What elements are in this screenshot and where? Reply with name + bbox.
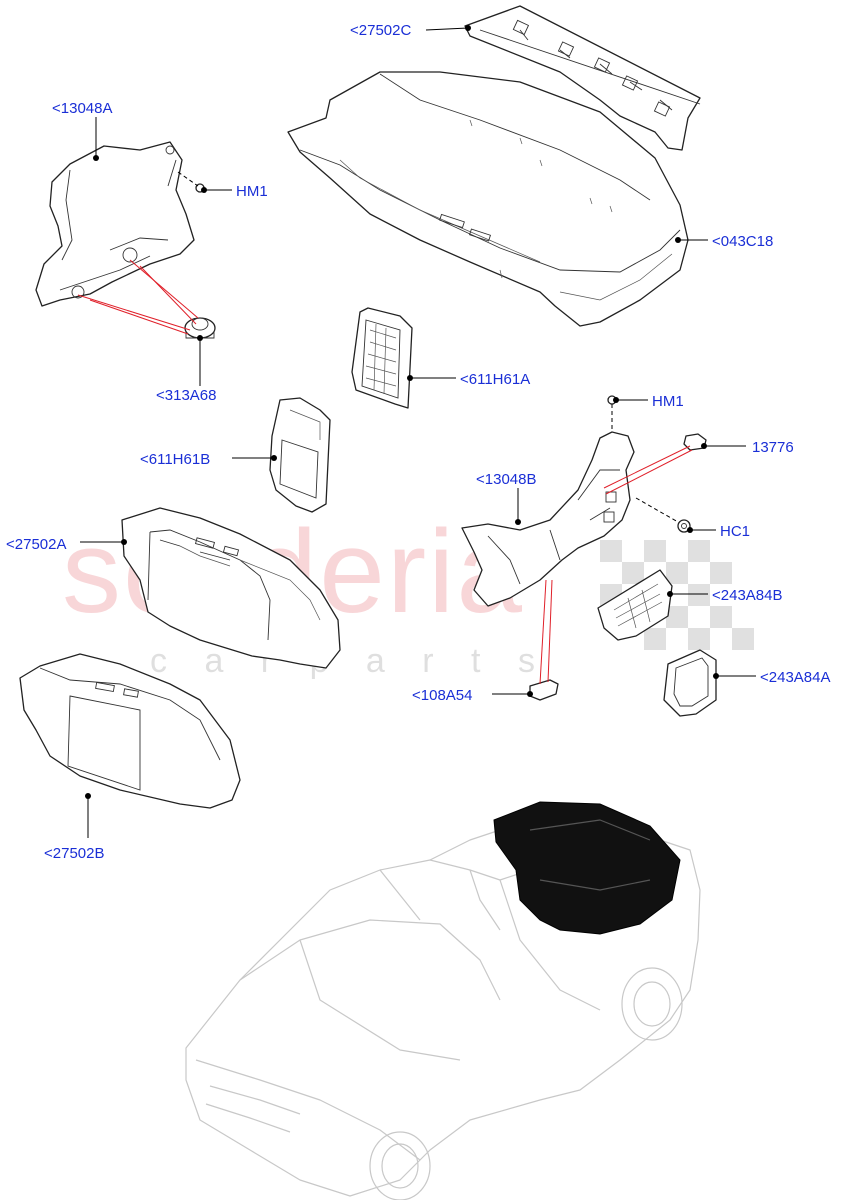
part-13048a-side-trim-left[interactable] <box>35 141 195 307</box>
label-hm1-right[interactable]: HM1 <box>652 393 684 410</box>
label-27502c[interactable]: <27502C <box>350 22 412 39</box>
label-13776[interactable]: 13776 <box>752 439 794 456</box>
part-611h61b-trim-panel[interactable] <box>269 397 331 513</box>
label-243a84a[interactable]: <243A84A <box>760 669 831 686</box>
part-27502a-insulation-panel[interactable] <box>121 507 341 669</box>
part-043c18-load-floor-tray[interactable] <box>287 71 689 327</box>
label-hm1-top[interactable]: HM1 <box>236 183 268 200</box>
label-611h61a[interactable]: <611H61A <box>460 371 531 388</box>
watermark: scuderia c a r p a r t s <box>62 506 754 680</box>
watermark-subtitle: c a r p a r t s <box>150 642 549 680</box>
part-27502b-insulation-panel[interactable] <box>19 653 241 809</box>
part-hm1-screw-top[interactable] <box>177 171 205 193</box>
part-27502c-rear-panel-strip[interactable] <box>464 5 701 151</box>
part-611h61a-speaker-grille[interactable] <box>351 307 413 409</box>
vehicle-location-illustration <box>185 801 701 1200</box>
label-313a68[interactable]: <313A68 <box>156 387 217 404</box>
part-243a84a-vent[interactable] <box>663 649 717 717</box>
label-13048b[interactable]: <13048B <box>476 471 537 488</box>
part-108a54-clip[interactable] <box>529 679 559 701</box>
label-611h61b[interactable]: <611H61B <box>140 451 211 468</box>
highlighted-trim-area <box>493 801 681 935</box>
part-hc1-fastener[interactable] <box>635 497 691 533</box>
label-243a84b[interactable]: <243A84B <box>712 587 783 604</box>
part-243a84b-vent-grille[interactable] <box>597 569 673 641</box>
leader-lines <box>80 25 756 838</box>
label-27502a[interactable]: <27502A <box>6 536 67 553</box>
red-leader-13048a-313a68 <box>77 259 199 335</box>
red-leader-108a54 <box>539 579 553 685</box>
label-13048a[interactable]: <13048A <box>52 100 113 117</box>
label-108a54[interactable]: <108A54 <box>412 687 473 704</box>
label-hc1[interactable]: HC1 <box>720 523 751 540</box>
label-27502b[interactable]: <27502B <box>44 845 105 862</box>
label-043c18[interactable]: <043C18 <box>712 233 774 250</box>
red-leader-13776 <box>603 445 693 495</box>
